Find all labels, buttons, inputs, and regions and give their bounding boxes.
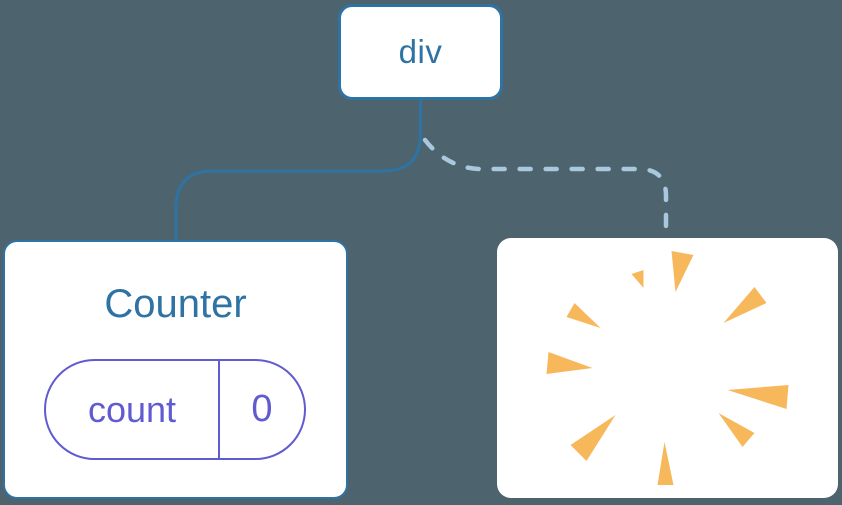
- dashed-connector-line: [422, 137, 669, 242]
- state-key-label: count: [46, 361, 220, 458]
- root-div-node: div: [338, 4, 503, 100]
- poof-icon: [546, 251, 789, 485]
- state-value-label: 0: [251, 388, 273, 430]
- counter-component-card: Counter count 0: [3, 240, 348, 499]
- poof-rays: [546, 251, 789, 485]
- count-state-pill: count 0: [44, 359, 306, 460]
- counter-title: Counter: [104, 282, 247, 326]
- solid-connector-line: [174, 100, 422, 241]
- root-div-label: div: [398, 33, 443, 70]
- removed-component-card: [497, 238, 838, 498]
